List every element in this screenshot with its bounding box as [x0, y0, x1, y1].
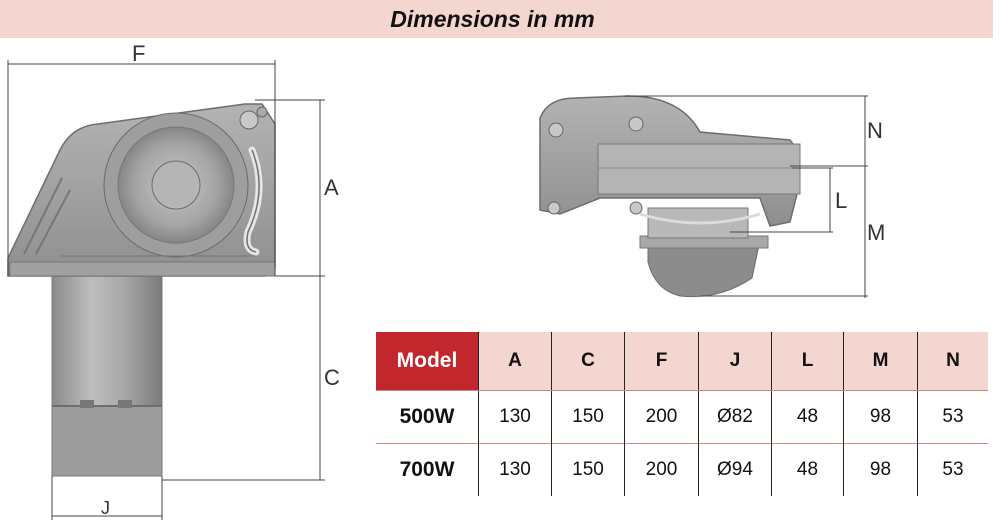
model-cell: 700W — [376, 443, 479, 496]
table-header-row: Model A C F J L M N — [376, 332, 988, 391]
table-row: 500W 130 150 200 Ø82 48 98 53 — [376, 390, 988, 443]
table-cell: Ø94 — [698, 443, 772, 496]
column-header-j: J — [698, 332, 772, 391]
top-view-unit — [539, 95, 801, 298]
side-view-dimensions — [7, 60, 325, 520]
dimension-label-f: F — [132, 41, 146, 66]
dimension-label-m: M — [867, 220, 886, 245]
page-title: Dimensions in mm — [390, 6, 595, 32]
table-cell: 130 — [478, 390, 552, 443]
table-cell: 53 — [942, 405, 964, 427]
table-row: 700W 130 150 200 Ø94 48 98 53 — [376, 443, 988, 496]
column-header-l: L — [771, 332, 844, 391]
column-header-model: Model — [376, 332, 479, 391]
header-band — [0, 0, 993, 38]
table-cell: Ø82 — [698, 390, 772, 443]
dimension-drawing — [7, 60, 868, 520]
table-cell: 130 — [478, 443, 552, 496]
table-cell: 200 — [624, 443, 699, 496]
table-cell: 150 — [551, 390, 625, 443]
dimension-label-n: N — [867, 118, 883, 143]
column-header-c: C — [551, 332, 625, 391]
column-header-n: N — [917, 332, 988, 391]
dimension-label-j: J — [101, 498, 110, 518]
table-cell: 48 — [771, 443, 844, 496]
column-header-m: M — [843, 332, 918, 391]
dimensions-table: Model A C F J L M N 500W 130 150 200 Ø82… — [376, 332, 988, 496]
table-cell: 48 — [771, 390, 844, 443]
model-cell: 500W — [376, 390, 479, 443]
table-cell: 98 — [843, 443, 918, 496]
table-cell: 200 — [624, 390, 699, 443]
top-view-dimensions — [625, 95, 868, 298]
dimension-label-c: C — [324, 365, 340, 390]
column-header-f: F — [624, 332, 699, 391]
dimension-label-l: L — [835, 188, 848, 213]
side-view-unit — [7, 103, 276, 477]
column-header-a: A — [478, 332, 552, 391]
table-cell: 53 — [942, 458, 964, 480]
table-cell: 98 — [843, 390, 918, 443]
table-cell: 150 — [551, 443, 625, 496]
dimension-label-a: A — [324, 175, 339, 200]
